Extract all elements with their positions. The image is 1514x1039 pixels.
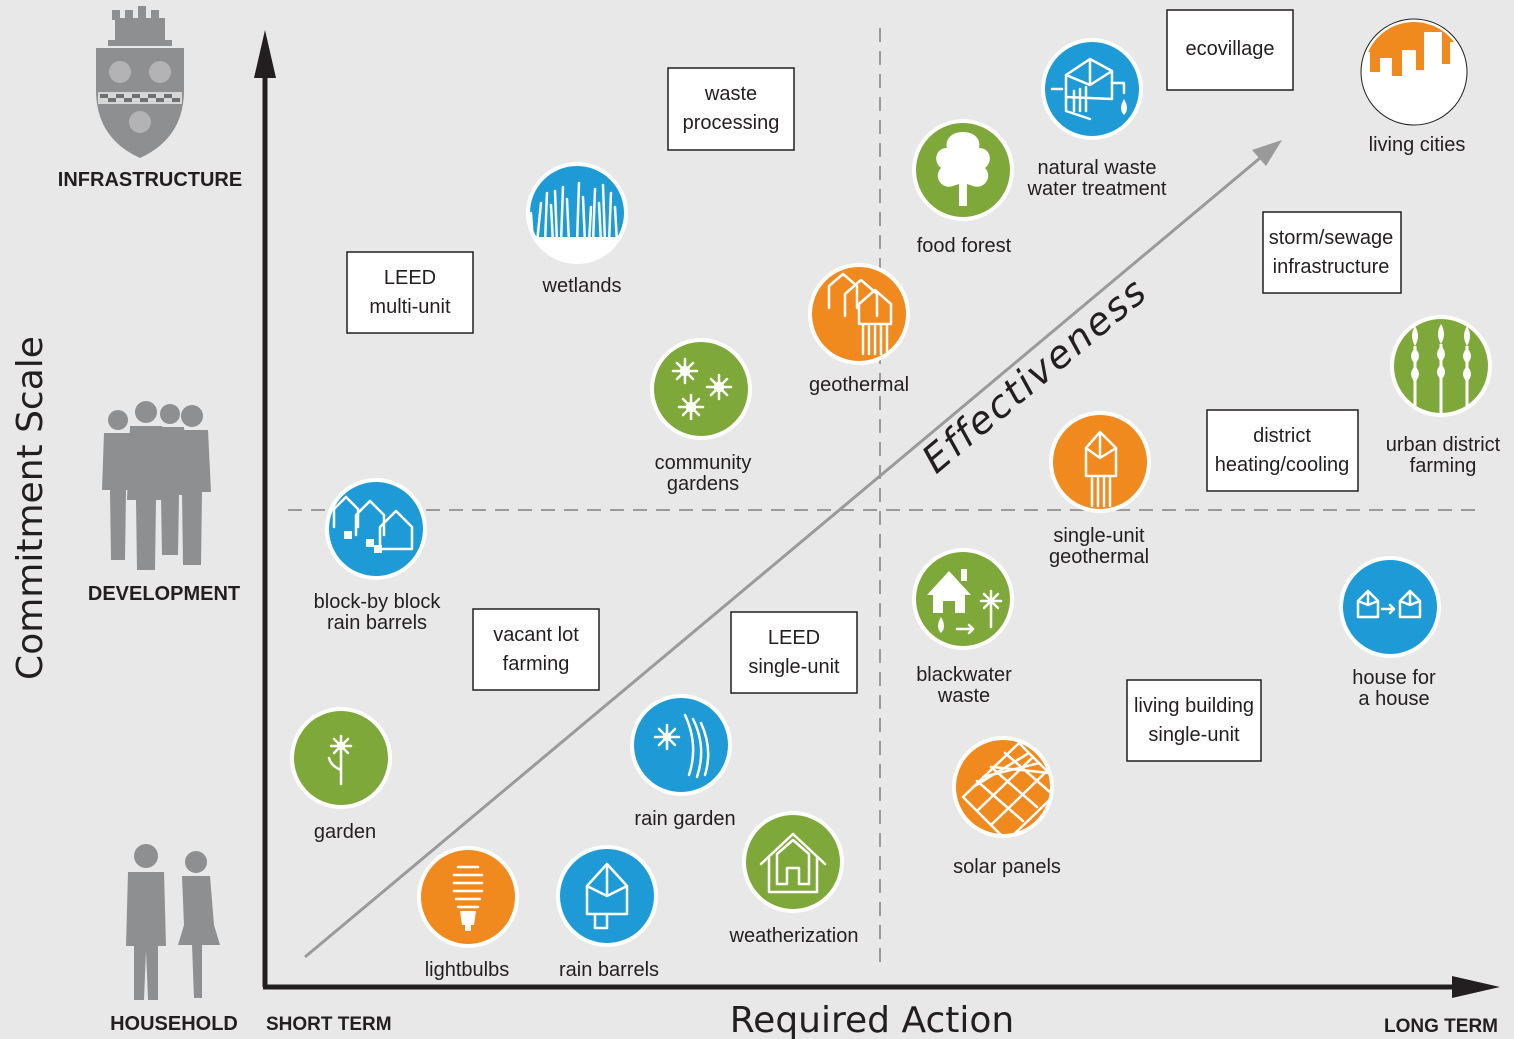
wheat-icon (1390, 315, 1492, 417)
box-leed-multi-unit: LEED multi-unit (346, 251, 474, 334)
item-blackwater-waste: blackwater waste (912, 548, 1014, 707)
item-rain-barrels: rain barrels (556, 845, 659, 981)
city-crest-icon (96, 6, 184, 158)
city-skyline-icon (1360, 18, 1468, 126)
geothermal-house-icon (1049, 411, 1151, 513)
box-line: single-unit (748, 656, 840, 678)
box-line: multi-unit (369, 296, 451, 318)
flower-rain-icon (630, 694, 732, 796)
item-label: geothermal (1049, 546, 1149, 568)
item-solar-panels: solar panels (952, 736, 1061, 878)
item-label: food forest (917, 235, 1012, 257)
item-label: garden (314, 821, 376, 843)
box-line: infrastructure (1273, 256, 1390, 278)
lightbulb-icon (417, 846, 519, 948)
box-line: LEED (384, 267, 436, 289)
tree-icon (912, 119, 1014, 221)
item-label: block-by block (314, 591, 442, 613)
x-axis-start-label: SHORT TERM (266, 1014, 392, 1035)
box-line: LEED (768, 627, 820, 649)
item-weatherization: weatherization (729, 811, 859, 947)
box-waste-processing: waste processing (667, 67, 795, 151)
item-natural-waste: natural waste water treatment (1027, 38, 1167, 200)
x-axis-arrowhead (1452, 976, 1500, 998)
item-garden: garden (290, 707, 392, 843)
couple-icon (126, 844, 220, 1000)
item-food-forest: food forest (912, 119, 1014, 257)
item-house-for-house: house for a house (1339, 556, 1441, 710)
item-rain-garden: rain garden (630, 694, 736, 830)
item-block-rain-barrels: block-by block rain barrels (314, 478, 442, 634)
item-single-unit-geothermal: single-unit geothermal (1049, 411, 1151, 568)
box-leed-single-unit: LEED single-unit (730, 611, 858, 694)
item-living-cities: living cities (1360, 18, 1468, 156)
house-arrow-house-icon (1339, 556, 1441, 658)
item-wetlands: wetlands (526, 162, 628, 297)
box-district-heating: district heating/cooling (1206, 409, 1359, 492)
box-line: farming (503, 653, 570, 675)
house-barrel-icon (556, 845, 658, 947)
item-label: rain garden (634, 808, 735, 830)
level-household: HOUSEHOLD (110, 1013, 238, 1035)
level-infrastructure: INFRASTRUCTURE (58, 169, 242, 191)
box-vacant-lot-farming: vacant lot farming (472, 608, 600, 691)
item-label: geothermal (809, 374, 909, 396)
effectiveness-arrowhead (1252, 140, 1282, 166)
item-label: house for (1352, 667, 1436, 689)
solar-panel-icon (952, 736, 1054, 838)
flowers-icon (650, 338, 752, 440)
item-label: natural waste (1038, 157, 1157, 179)
item-label: weatherization (729, 925, 859, 947)
group-people-icon (102, 401, 211, 570)
y-axis-arrowhead (254, 30, 276, 78)
geothermal-houses-icon (808, 263, 910, 365)
greenhouse-water-icon (1041, 38, 1143, 140)
x-axis-end-label: LONG TERM (1384, 1016, 1498, 1037)
box-line: waste (704, 83, 757, 105)
effectiveness-arrow (304, 146, 1273, 959)
item-label: waste (937, 685, 990, 707)
item-geothermal: geothermal (808, 263, 910, 396)
box-line: processing (683, 112, 780, 134)
item-label: community (655, 452, 752, 474)
item-label: farming (1410, 455, 1477, 477)
box-line: district (1253, 425, 1311, 447)
level-development: DEVELOPMENT (88, 583, 240, 605)
item-label: gardens (667, 473, 739, 495)
item-urban-district-farming: urban district farming (1386, 315, 1501, 477)
flower-icon (290, 707, 392, 809)
grass-icon (526, 162, 628, 264)
item-label: water treatment (1027, 178, 1167, 200)
box-ecovillage: ecovillage (1166, 9, 1294, 91)
house-outline-icon (742, 811, 844, 913)
item-label: living cities (1369, 134, 1466, 156)
box-living-building: living building single-unit (1126, 679, 1262, 762)
item-label: a house (1358, 688, 1429, 710)
box-storm-sewage: storm/sewage infrastructure (1262, 211, 1402, 294)
item-community-gardens: community gardens (650, 338, 752, 495)
house-flower-icon (912, 548, 1014, 650)
item-label: blackwater (916, 664, 1012, 686)
box-line: storm/sewage (1269, 227, 1394, 249)
box-line: heating/cooling (1215, 454, 1350, 476)
box-line: ecovillage (1186, 38, 1275, 60)
item-label: urban district (1386, 434, 1501, 456)
item-label: rain barrels (327, 612, 427, 634)
houses-barrels-icon (325, 478, 427, 580)
item-label: lightbulbs (425, 959, 510, 981)
item-lightbulbs: lightbulbs (417, 846, 519, 981)
axes (254, 30, 1500, 998)
item-label: single-unit (1053, 525, 1145, 547)
box-line: vacant lot (493, 624, 579, 646)
item-label: solar panels (953, 856, 1061, 878)
y-axis-title: Commitment Scale (10, 336, 51, 680)
box-line: living building (1134, 695, 1254, 717)
item-label: wetlands (542, 275, 622, 297)
box-line: single-unit (1148, 724, 1240, 746)
x-axis-title: Required Action (730, 1000, 1014, 1039)
item-label: rain barrels (559, 959, 659, 981)
